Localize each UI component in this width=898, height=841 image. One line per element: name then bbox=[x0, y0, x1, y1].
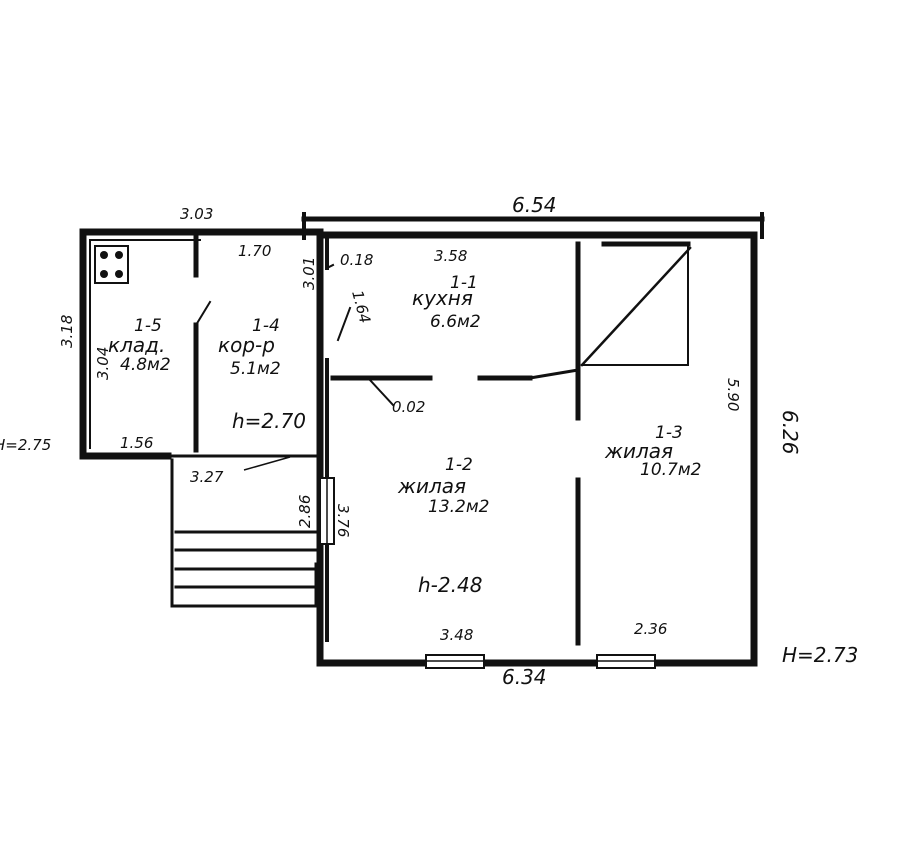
room-kitchen: 1-1 кухня 6.6м2 bbox=[412, 273, 481, 332]
room-area: 10.7м2 bbox=[640, 460, 702, 480]
window-bottom-left bbox=[425, 654, 485, 669]
room-name: кухня bbox=[412, 286, 473, 310]
kitchen-partition bbox=[330, 368, 580, 407]
staircase-niche bbox=[580, 241, 692, 367]
stove-icon bbox=[94, 245, 129, 284]
window-bottom-right bbox=[596, 654, 656, 669]
main-outer-walls bbox=[301, 212, 765, 667]
dim-storage-width: 1.56 bbox=[120, 434, 153, 452]
dim-window-348: 3.48 bbox=[440, 626, 473, 644]
dim-wall-301: 3.01 bbox=[300, 257, 318, 290]
room-id: 1-4 bbox=[252, 316, 280, 336]
dim-window-236: 2.36 bbox=[634, 620, 667, 638]
room-area: 6.6м2 bbox=[430, 312, 481, 332]
annex-walls bbox=[79, 228, 324, 460]
corridor-ceiling-height: h=2.70 bbox=[232, 409, 306, 433]
room-storage: 1-5 клад. 4.8м2 bbox=[108, 316, 171, 375]
room-name: жилая bbox=[397, 474, 466, 498]
room-name: кор-р bbox=[218, 333, 275, 357]
room-area: 4.8м2 bbox=[120, 355, 171, 375]
entry-door bbox=[319, 477, 335, 545]
storage-partition bbox=[193, 235, 212, 453]
room-living-3: 1-3 жилая 10.7м2 bbox=[604, 423, 702, 480]
dim-left-height: 3.18 bbox=[58, 315, 76, 348]
room-id: 1-5 bbox=[134, 316, 162, 336]
dim-right-inner: 5.90 bbox=[724, 378, 742, 411]
dim-wall-286: 2.86 bbox=[296, 495, 314, 528]
outer-height-left: H=2.75 bbox=[0, 436, 51, 454]
dim-right-height: 6.26 bbox=[778, 410, 802, 455]
dimension-labels: 6.54 6.34 3.03 1.70 0.18 3.58 1.56 3.27 … bbox=[0, 193, 858, 689]
dim-wall-376: 3.76 bbox=[334, 504, 352, 537]
dim-kitchen-width: 3.58 bbox=[434, 247, 467, 265]
room-id: 1-2 bbox=[445, 455, 473, 475]
room-id: 1-1 bbox=[450, 273, 478, 293]
outer-height-right: H=2.73 bbox=[782, 643, 858, 667]
dim-door-164: 1.64 bbox=[348, 288, 374, 325]
room-name: клад. bbox=[108, 333, 165, 357]
porch-steps bbox=[170, 456, 318, 608]
dim-porch: 3.27 bbox=[190, 468, 224, 486]
dim-top-total: 6.54 bbox=[512, 193, 557, 217]
room-area: 5.1м2 bbox=[230, 359, 281, 379]
dim-storage-height: 3.04 bbox=[94, 347, 112, 380]
dim-door-018: 0.18 bbox=[340, 251, 373, 269]
living-ceiling-height: h-2.48 bbox=[418, 573, 482, 597]
room-area: 13.2м2 bbox=[428, 497, 490, 517]
dim-bottom-total: 6.34 bbox=[502, 665, 547, 689]
room-name: жилая bbox=[604, 439, 673, 463]
dim-corridor-width: 1.70 bbox=[238, 242, 271, 260]
dim-left-top: 3.03 bbox=[180, 205, 213, 223]
dim-partition: 0.02 bbox=[392, 398, 425, 416]
room-id: 1-3 bbox=[655, 423, 683, 443]
room-corridor: 1-4 кор-р 5.1м2 bbox=[218, 316, 281, 379]
room-living-2: 1-2 жилая 13.2м2 bbox=[397, 455, 490, 517]
